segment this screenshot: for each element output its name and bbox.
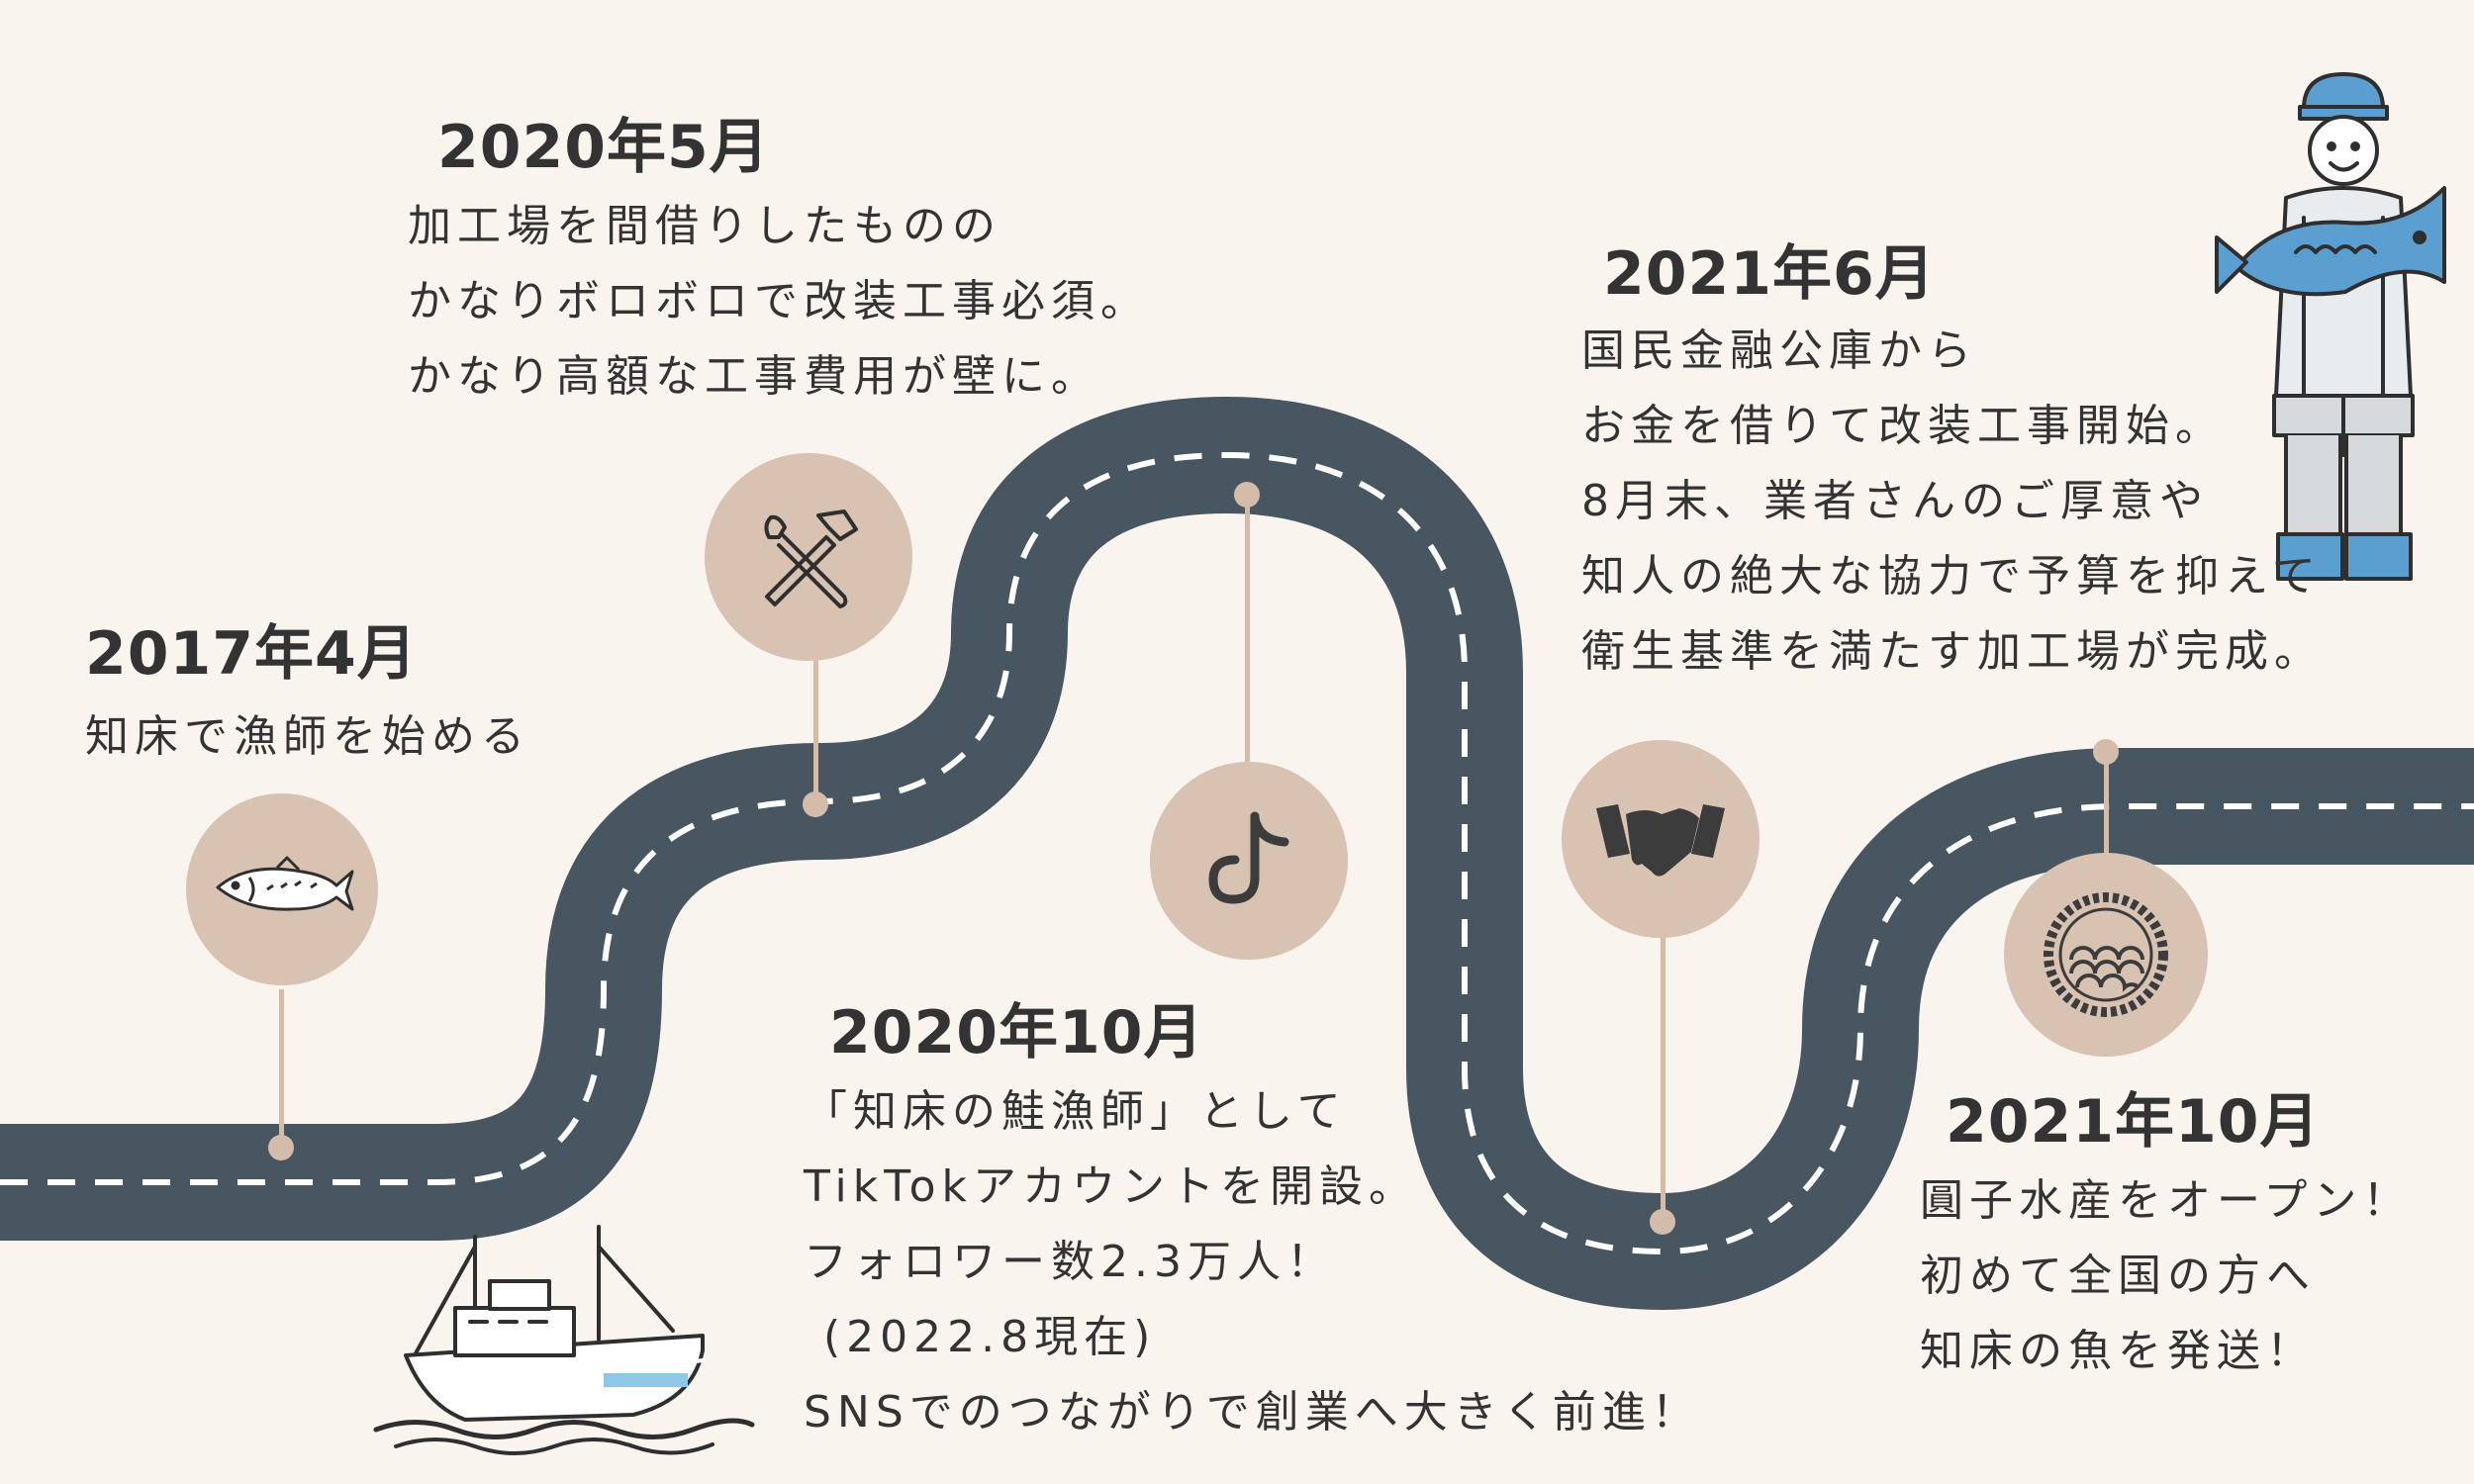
event-text-line: 知床の魚を発送！ — [1920, 1326, 2316, 1376]
event-date: 2021年6月 — [1603, 239, 1936, 309]
event-text-line: かなりボロボロで改装工事必須。 — [408, 276, 1150, 326]
event-text-line: 「知床の鮭漁師」として — [804, 1086, 1347, 1137]
event-text-line: かなり高額な工事費用が壁に。 — [408, 351, 1100, 402]
tiktok-icon — [1208, 811, 1289, 904]
event-2021-06: 2021年6月 国民金融公庫から お金を借りて改装工事開始。 8月末、業者さんの… — [1581, 226, 2324, 690]
pin-dot-2017 — [268, 1135, 294, 1160]
event-icon-2020-05 — [705, 453, 912, 661]
handshake-icon — [1596, 804, 1725, 877]
event-text-line: 知床で漁師を始める — [85, 711, 530, 762]
event-text-line: (2022.8現在) — [804, 1312, 1157, 1362]
event-text-line: お金を借りて改装工事開始。 — [1581, 401, 2225, 451]
tools-icon — [764, 510, 858, 608]
event-text-line: 知人の絶大な協力で予算を抑えて — [1581, 551, 2322, 602]
event-icon-2020-10 — [1150, 762, 1348, 960]
pin-dot-2020-05 — [803, 791, 828, 817]
pin-line-2017 — [279, 989, 284, 1146]
event-text-line: フォロワー数2.3万人！ — [804, 1237, 1336, 1287]
event-text-line: 初めて全国の方へ — [1920, 1251, 2316, 1301]
event-2020-10: 2020年10月 「知床の鮭漁師」として TikTokアカウントを開設。 フォロ… — [804, 984, 1701, 1450]
event-text-line: 衛生基準を満たす加工場が完成。 — [1581, 626, 2324, 677]
fisherman-illustration — [2215, 72, 2446, 581]
event-2021-10: 2021年10月 圓子水産をオープン！ 初めて全国の方へ 知床の魚を発送！ — [1920, 1073, 2412, 1389]
pin-dot-2021-10 — [2093, 739, 2119, 765]
event-text-line: 国民金融公庫から — [1581, 325, 1977, 376]
event-2017: 2017年4月 知床で漁師を始める — [85, 605, 530, 775]
event-text-line: 8月末、業者さんのご厚意や — [1581, 476, 2209, 526]
pin-line-2020-05 — [813, 653, 818, 801]
event-icon-2021-06 — [1562, 740, 1760, 938]
event-text-line: TikTokアカウントを開設。 — [804, 1161, 1419, 1212]
pin-dot-2020-10 — [1234, 482, 1260, 508]
event-text-line: 加工場を間借りしたものの — [408, 201, 1001, 251]
pin-dot-2021-06 — [1650, 1209, 1675, 1235]
event-icon-2017 — [186, 793, 378, 985]
fish-icon — [216, 856, 354, 911]
event-date: 2020年5月 — [437, 113, 770, 182]
wave-emblem-icon — [2044, 892, 2168, 1017]
fishing-boat-illustration — [373, 1225, 755, 1455]
event-date: 2020年10月 — [829, 998, 1204, 1067]
event-text-line: SNSでのつながりで創業へ大きく前進！ — [804, 1387, 1701, 1438]
event-2020-05: 2020年5月 加工場を間借りしたものの かなりボロボロで改装工事必須。 かなり… — [408, 99, 1150, 415]
pin-line-2021-06 — [1661, 930, 1665, 1227]
pin-line-2020-10 — [1245, 495, 1250, 782]
event-text-line: 圓子水産をオープン！ — [1920, 1175, 2413, 1226]
event-date: 2017年4月 — [85, 619, 418, 689]
event-icon-2021-10 — [2004, 853, 2208, 1057]
pin-line-2021-10 — [2104, 762, 2109, 861]
event-date: 2021年10月 — [1946, 1087, 2321, 1157]
